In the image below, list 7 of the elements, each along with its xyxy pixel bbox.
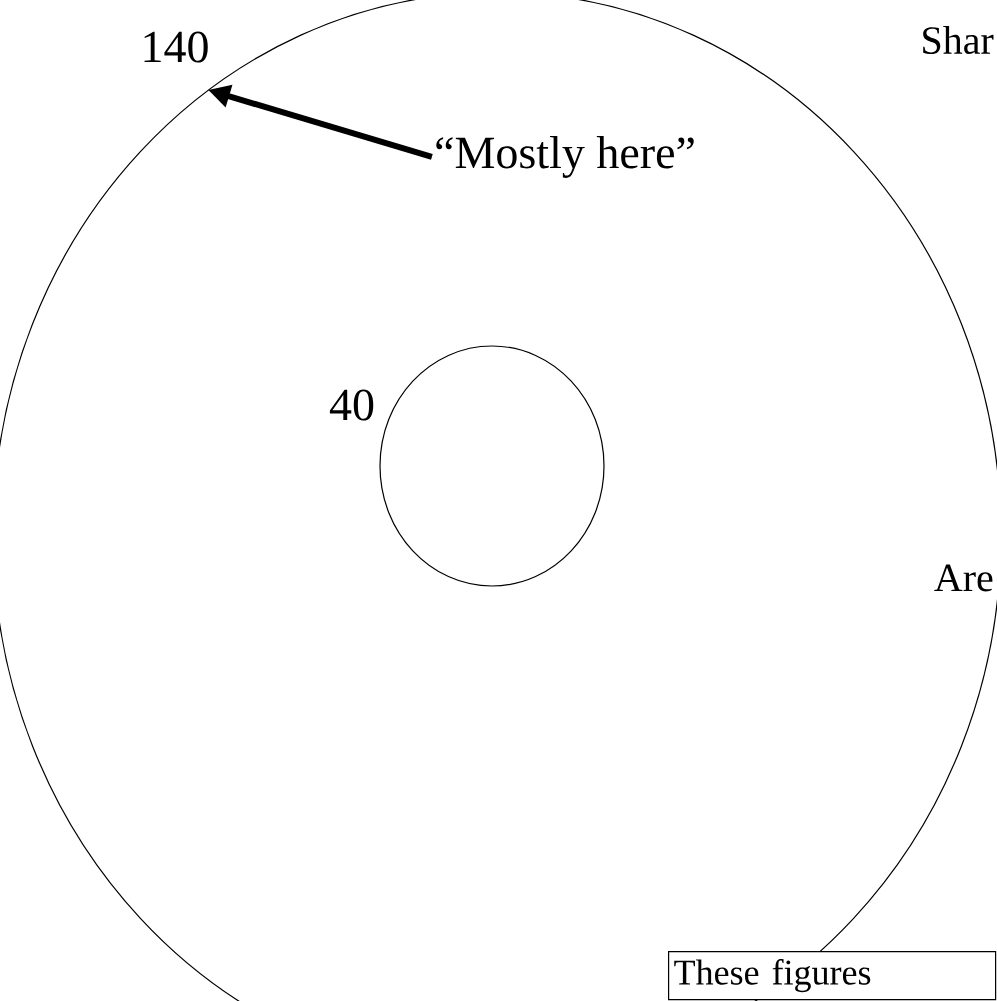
circle	[379, 345, 605, 587]
value-label: 40	[329, 389, 374, 421]
note-box: These figures	[668, 951, 997, 1001]
cut-text: Are	[934, 564, 993, 592]
callout-text: “Mostly here”	[436, 136, 694, 178]
value-label: 140	[144, 31, 208, 63]
cut-text: Shar	[923, 25, 994, 55]
